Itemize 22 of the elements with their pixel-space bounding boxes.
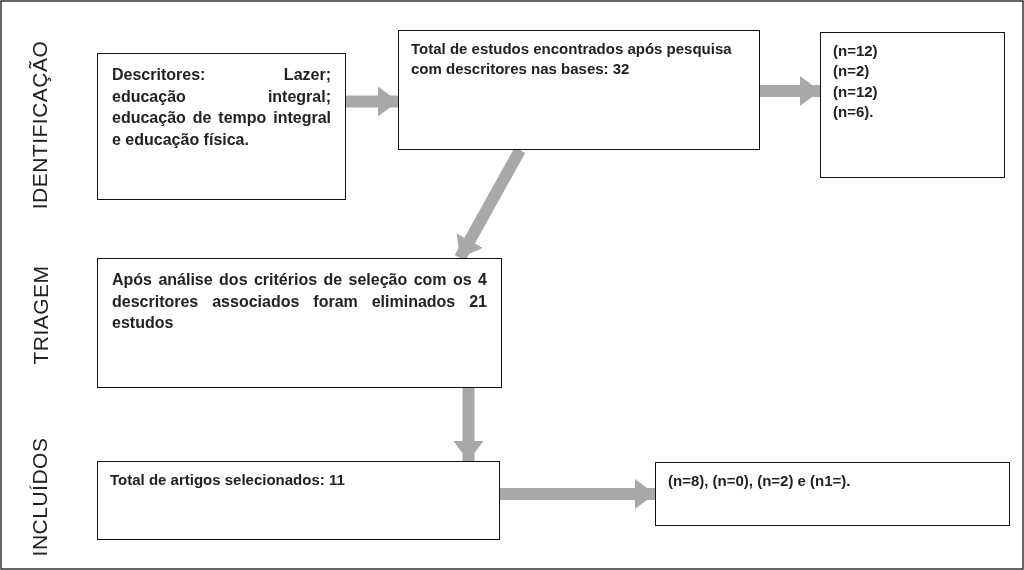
box-text: (n=12) (833, 81, 879, 102)
stage-label: TRIAGEM (28, 265, 53, 365)
process-box (655, 462, 1010, 526)
stage-label: IDENTIFICAÇÃO (27, 40, 52, 210)
block-arrow (453, 388, 484, 461)
block-arrow (760, 76, 820, 106)
box-text: Após análise dos critérios de seleção com os 4 descritores associados foram eliminados 21 estudos (112, 270, 487, 334)
process-box (820, 32, 1005, 178)
block-arrow (346, 86, 398, 117)
box-text: Total de estudos encontrados após pesquisa com descritores nas bases: 32 (411, 39, 733, 80)
process-box (97, 258, 502, 388)
process-box (97, 53, 346, 200)
box-text: (n=8), (n=0), (n=2) e (n1=). (668, 471, 852, 491)
box-text: (n=2) (833, 61, 871, 82)
process-box (97, 461, 500, 540)
box-text: Descritores: Lazer; educação integral; educação de tempo integral e educação física. (112, 65, 331, 150)
box-text: Total de artigos selecionados: 11 (110, 470, 346, 490)
stage-label: INCLUÍDOS (27, 437, 52, 557)
box-text: (n=6). (833, 101, 875, 122)
box-text: (n=12) (833, 41, 879, 61)
process-box (398, 30, 760, 150)
block-arrow (500, 479, 655, 509)
